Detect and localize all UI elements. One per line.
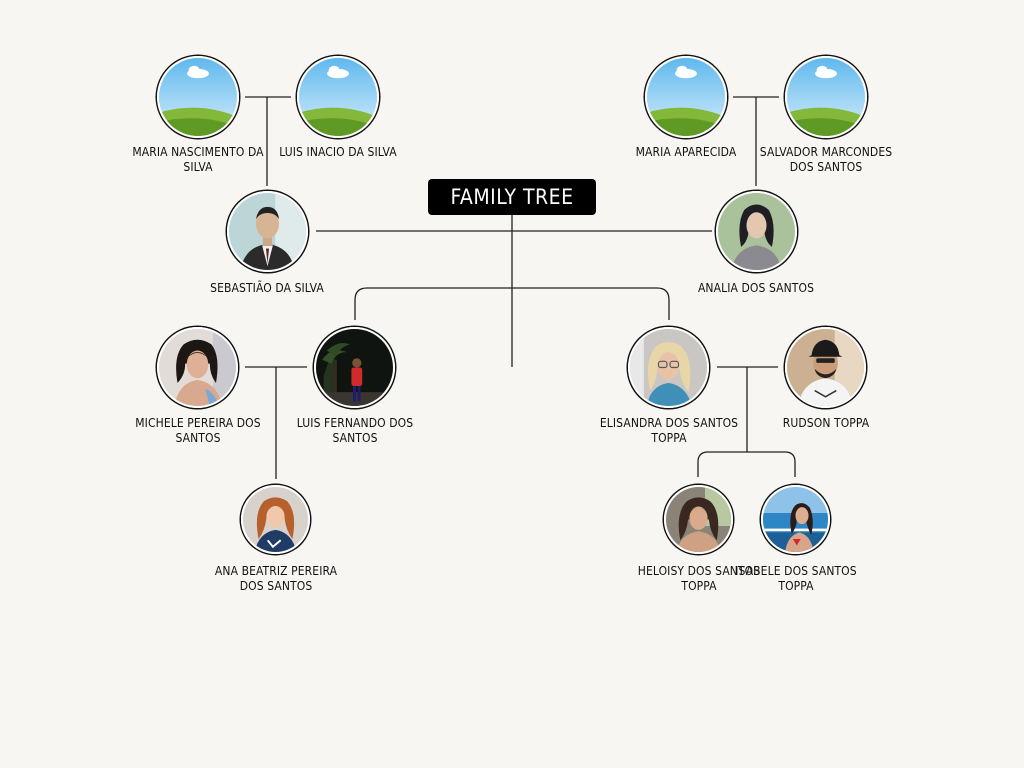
name-isabele: ISABELE DOS SANTOS TOPPA <box>735 564 857 593</box>
name-elisandra: ELISANDRA DOS SANTOS TOPPA <box>599 416 739 445</box>
avatar-analia <box>716 191 797 272</box>
avatar-isabele <box>761 485 830 554</box>
avatar-sebastiao <box>227 191 308 272</box>
avatar-michele <box>157 327 238 408</box>
name-analia: ANALIA DOS SANTOS <box>697 281 815 295</box>
name-heloisy: HELOISY DOS SANTOS TOPPA <box>637 564 761 593</box>
avatar-heloisy <box>664 485 733 554</box>
avatar-rudson <box>785 327 866 408</box>
name-luis-inacio: LUIS INACIO DA SILVA <box>279 145 397 159</box>
avatar-luis-fernando <box>314 327 395 408</box>
avatar-ana-beatriz <box>241 485 310 554</box>
connector <box>354 287 670 320</box>
avatar-maria-aparecida <box>645 56 727 138</box>
name-sebastiao: SEBASTIÃO DA SILVA <box>210 281 324 295</box>
avatar-luis-inacio <box>297 56 379 138</box>
avatar-salvador <box>785 56 867 138</box>
avatar-elisandra <box>628 327 709 408</box>
name-maria-aparecida: MARIA APARECIDA <box>635 145 737 159</box>
name-rudson: RUDSON TOPPA <box>782 416 870 430</box>
family-tree-title: FAMILY TREE <box>428 179 596 215</box>
connector <box>697 451 796 477</box>
name-luis-fernando: LUIS FERNANDO DOS SANTOS <box>296 416 414 445</box>
name-michele: MICHELE PEREIRA DOS SANTOS <box>135 416 261 445</box>
name-ana-beatriz: ANA BEATRIZ PEREIRA DOS SANTOS <box>214 564 338 593</box>
name-salvador: SALVADOR MARCONDES DOS SANTOS <box>759 145 893 174</box>
name-maria-nascimento: MARIA NASCIMENTO DA SILVA <box>132 145 264 174</box>
avatar-maria-nascimento <box>157 56 239 138</box>
